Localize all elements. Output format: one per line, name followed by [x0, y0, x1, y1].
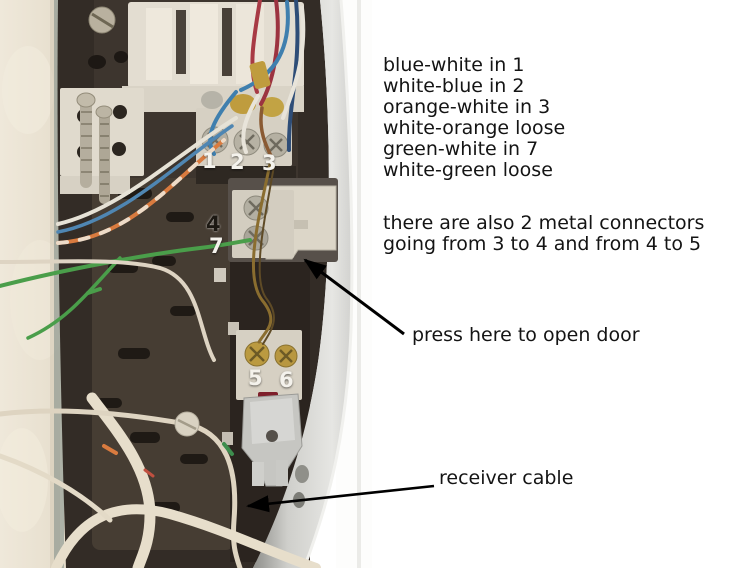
wiring-list-line-5: green-white in 7	[383, 138, 539, 160]
terminal-label-3: 3	[262, 151, 277, 175]
terminal-label-6: 6	[279, 368, 294, 392]
loose-screws	[76, 6, 128, 204]
wiring-list-line-1: blue-white in 1	[383, 54, 525, 76]
receiver-cable-label: receiver cable	[439, 467, 574, 489]
photo-illustration	[0, 0, 372, 568]
terminal-label-2: 2	[230, 150, 245, 174]
wiring-list-line-2: white-blue in 2	[383, 75, 525, 97]
wires	[0, 0, 321, 568]
telephone-internals-photo: 1 2 3 4 7 5 6	[0, 0, 372, 568]
terminal-label-1: 1	[202, 149, 217, 173]
wiring-list-line-6: white-green loose	[383, 159, 553, 181]
wiring-list: blue-white in 1 white-blue in 2 orange-w…	[383, 55, 565, 181]
wiring-list-line-3: orange-white in 3	[383, 96, 551, 118]
connectors-note: there are also 2 metal connectors going …	[383, 213, 704, 255]
terminal-label-4: 4	[206, 212, 221, 236]
terminal-label-5: 5	[248, 366, 263, 390]
connectors-note-line-1: there are also 2 metal connectors	[383, 212, 705, 234]
connectors-note-line-2: going from 3 to 4 and from 4 to 5	[383, 233, 702, 255]
press-here-label: press here to open door	[412, 324, 640, 346]
middle-terminal-and-door	[228, 178, 338, 262]
wiring-list-line-4: white-orange loose	[383, 117, 566, 139]
terminal-label-7: 7	[209, 234, 224, 258]
lower-terminal-and-clamp	[236, 330, 303, 487]
